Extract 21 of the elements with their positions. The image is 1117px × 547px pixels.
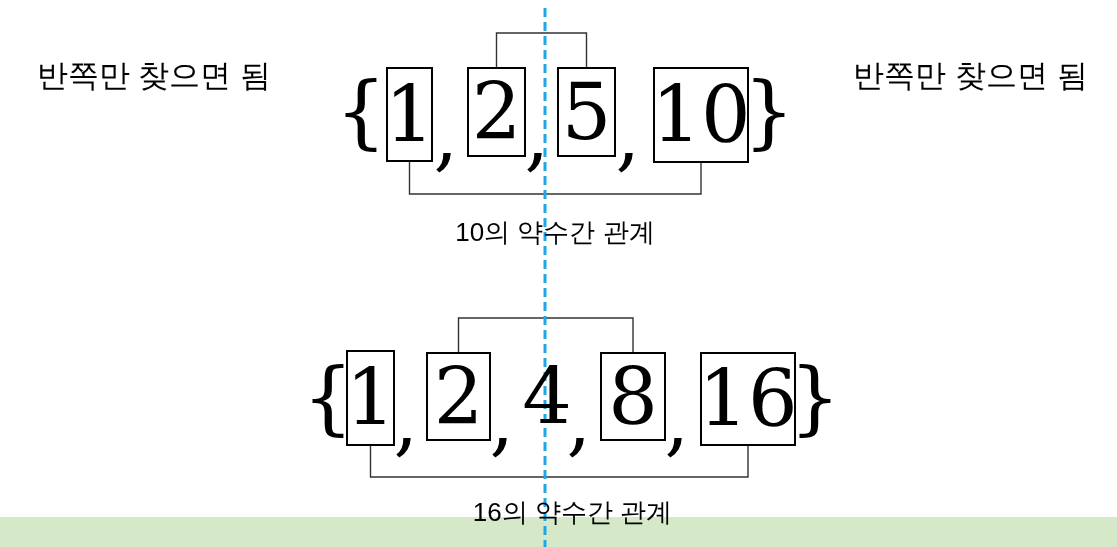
brace: { (310, 350, 346, 446)
connector-line (408, 161, 702, 195)
brace: } (798, 350, 832, 446)
brace: { (340, 64, 382, 160)
number-box: 16 (700, 352, 796, 446)
number-text: 4 (525, 352, 569, 442)
note-text: 반쪽만 찾으면 됨 (35, 56, 273, 95)
caption: 16의 약수간 관계 (471, 496, 674, 529)
brace: } (752, 64, 786, 160)
connector-line (495, 32, 588, 68)
number-box: 10 (653, 67, 749, 163)
number-box: 1 (346, 350, 395, 446)
connector-line (369, 445, 749, 478)
number-box: 1 (386, 67, 433, 162)
caption: 10의 약수간 관계 (454, 216, 656, 249)
connector-line (457, 317, 634, 353)
number-box: 2 (426, 352, 491, 441)
number-box: 5 (557, 67, 616, 157)
number-box: 2 (467, 67, 526, 157)
number-box: 8 (600, 352, 666, 441)
note-text: 반쪽만 찾으면 됨 (852, 56, 1089, 95)
